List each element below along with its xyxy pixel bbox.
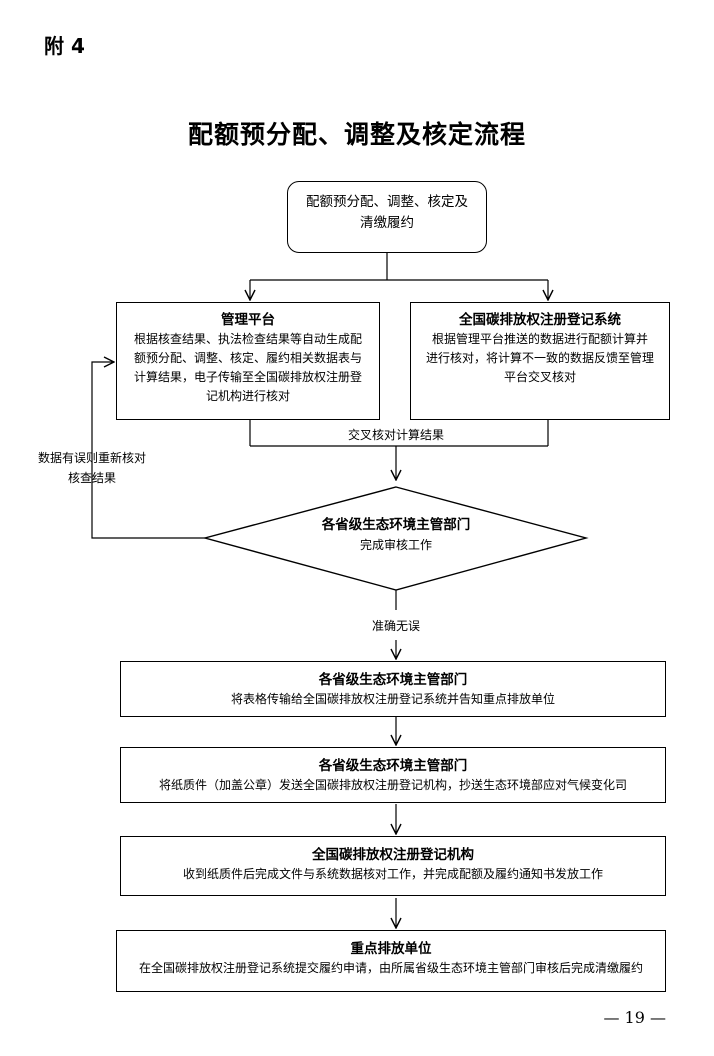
step-units-title: 重点排放单位 (350, 941, 432, 957)
management-platform-line-2: 额预分配、调整、核定、履约相关数据表与 (133, 351, 362, 365)
registry-system-title: 全国碳排放权注册登记系统 (459, 312, 621, 328)
annex-label: 附 4 (44, 34, 85, 58)
registry-system-box: 全国碳排放权注册登记系统 根据管理平台推送的数据进行配额计算并 进行核对，将计算… (410, 302, 670, 420)
step-paper-box: 各省级生态环境主管部门 将纸质件（加盖公章）发送全国碳排放权注册登记机构，抄送生… (120, 747, 666, 803)
step-transmit-text: 将表格传输给全国碳排放权注册登记系统并告知重点排放单位 (230, 692, 555, 706)
feedback-label-line-1: 数据有误则重新核对 (37, 451, 146, 465)
page-number: — 19 — (603, 1008, 666, 1027)
feedback-label-line-2: 核查结果 (67, 471, 116, 485)
start-line-1: 配额预分配、调整、核定及 (306, 194, 468, 210)
correct-label: 准确无误 (346, 618, 446, 634)
start-node: 配额预分配、调整、核定及 清缴履约 (287, 181, 487, 253)
management-platform-line-4: 记机构进行核对 (205, 389, 290, 403)
management-platform-line-3: 计算结果，电子传输至全国碳排放权注册登 (133, 370, 362, 384)
step-registry-org-title: 全国碳排放权注册登记机构 (312, 847, 474, 863)
step-registry-org-text: 收到纸质件后完成文件与系统数据核对工作，并完成配额及履约通知书发放工作 (182, 867, 603, 881)
step-units-text: 在全国碳排放权注册登记系统提交履约申请，由所属省级生态环境主管部门审核后完成清缴… (138, 961, 643, 975)
management-platform-box: 管理平台 根据核查结果、执法检查结果等自动生成配 额预分配、调整、核定、履约相关… (116, 302, 380, 420)
feedback-label: 数据有误则重新核对 核查结果 (22, 448, 162, 488)
step-registry-org-box: 全国碳排放权注册登记机构 收到纸质件后完成文件与系统数据核对工作，并完成配额及履… (120, 836, 666, 896)
registry-system-line-2: 进行核对，将计算不一致的数据反馈至管理 (425, 351, 654, 365)
management-platform-title: 管理平台 (221, 312, 275, 328)
step-transmit-title: 各省级生态环境主管部门 (318, 672, 468, 688)
step-units-box: 重点排放单位 在全国碳排放权注册登记系统提交履约申请，由所属省级生态环境主管部门… (116, 930, 666, 992)
page-title: 配额预分配、调整及核定流程 (187, 120, 526, 149)
review-diamond-text: 各省级生态环境主管部门 完成审核工作 (246, 515, 546, 555)
management-platform-line-1: 根据核查结果、执法检查结果等自动生成配 (133, 332, 362, 346)
step-transmit-box: 各省级生态环境主管部门 将表格传输给全国碳排放权注册登记系统并告知重点排放单位 (120, 661, 666, 717)
review-diamond-body: 完成审核工作 (359, 538, 432, 552)
step-paper-text: 将纸质件（加盖公章）发送全国碳排放权注册登记机构，抄送生态环境部应对气候变化司 (158, 778, 627, 792)
registry-system-line-3: 平台交叉核对 (503, 370, 576, 384)
step-paper-title: 各省级生态环境主管部门 (318, 758, 468, 774)
cross-check-label: 交叉核对计算结果 (347, 428, 444, 442)
registry-system-line-1: 根据管理平台推送的数据进行配额计算并 (431, 332, 648, 346)
feedback-loop-arrow (91, 362, 205, 539)
review-diamond-title: 各省级生态环境主管部门 (321, 517, 471, 533)
start-line-2: 清缴履约 (360, 215, 414, 231)
